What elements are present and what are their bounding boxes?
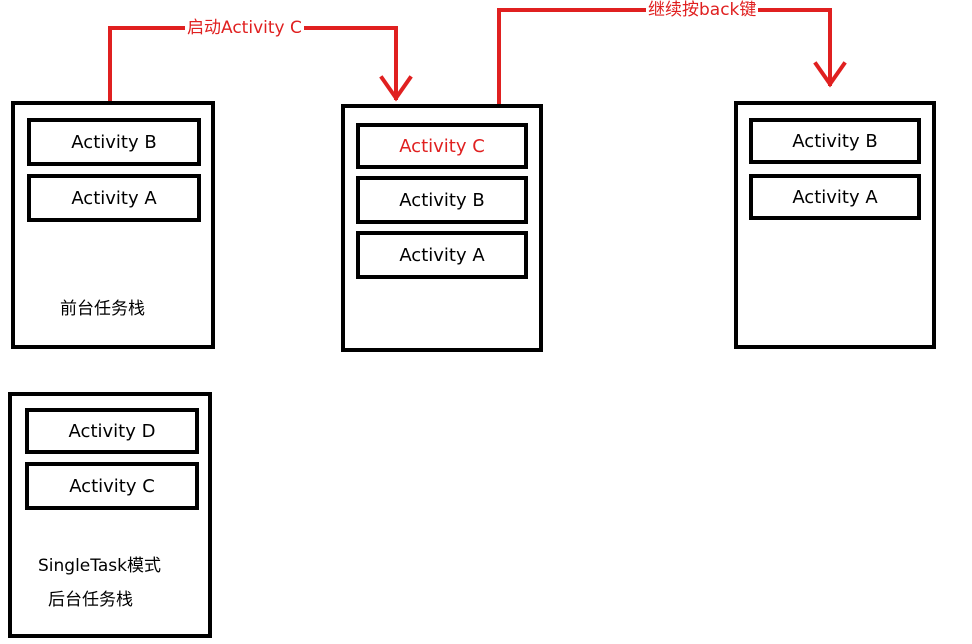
singletask-mode-label: SingleTask模式 — [38, 556, 161, 576]
stack-item-activity-a: Activity A — [749, 174, 921, 220]
stack-item-activity-a: Activity A — [356, 231, 528, 279]
stack-item-activity-d: Activity D — [25, 408, 199, 454]
front-task-stack-label: 前台任务栈 — [60, 299, 145, 319]
arrow-back-label: 继续按back键 — [646, 0, 759, 20]
arrow-launch-head — [379, 75, 413, 102]
background-task-stack-label: 后台任务栈 — [48, 590, 133, 610]
middle-task-stack: Activity C Activity B Activity A — [341, 104, 543, 352]
result-task-stack: Activity B Activity A — [734, 101, 936, 349]
stack-item-activity-b: Activity B — [27, 118, 201, 166]
stack-item-activity-c: Activity C — [25, 462, 199, 510]
arrow-launch-label: 启动Activity C — [185, 18, 304, 38]
background-task-stack: Activity D Activity C SingleTask模式 后台任务栈 — [8, 392, 212, 638]
arrow-back-line — [497, 8, 832, 108]
stack-item-activity-b: Activity B — [356, 176, 528, 224]
front-task-stack: Activity B Activity A 前台任务栈 — [11, 101, 215, 349]
arrow-launch-line — [108, 26, 398, 106]
stack-item-activity-a: Activity A — [27, 174, 201, 222]
arrow-back-head — [813, 61, 847, 88]
stack-item-activity-c-highlight: Activity C — [356, 123, 528, 169]
stack-item-activity-b: Activity B — [749, 118, 921, 164]
